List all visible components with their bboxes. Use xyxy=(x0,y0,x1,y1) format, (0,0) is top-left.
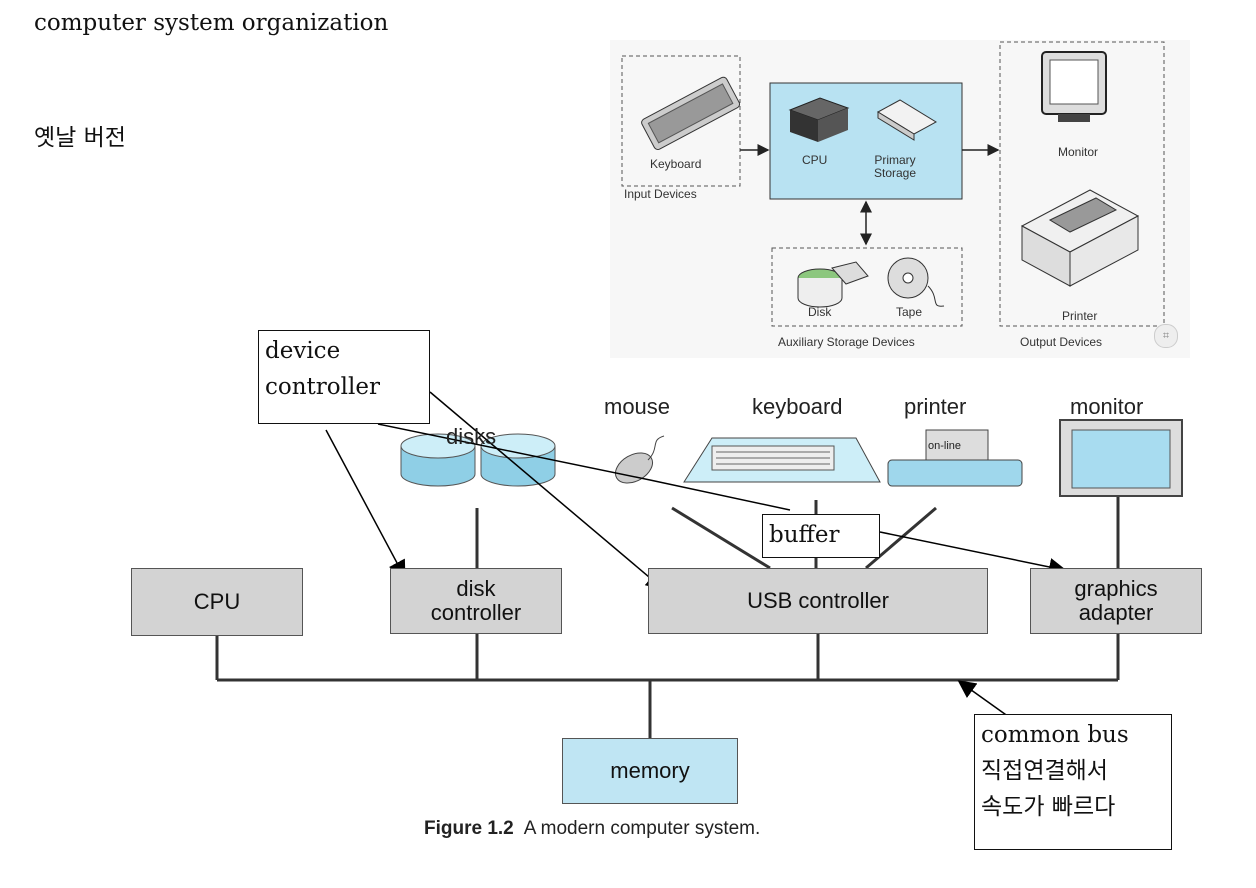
bus-note-line-1: common bus xyxy=(981,722,1129,748)
old-disk-label: Disk xyxy=(808,305,832,319)
arrow-buffer-curve xyxy=(377,423,791,511)
old-cpu-box xyxy=(769,82,963,200)
old-monitor-icon xyxy=(1041,51,1107,122)
output-devices-label: Output Devices xyxy=(1020,335,1103,349)
usb-controller-box: USB controller xyxy=(648,568,988,634)
old-disk-icon xyxy=(797,261,869,308)
memory-box: memory xyxy=(562,738,738,804)
mouse-label: mouse xyxy=(604,394,671,419)
old-cpu-icon xyxy=(788,97,850,142)
keyboard-icon xyxy=(683,437,881,483)
device-controller-callout: device controller xyxy=(258,330,430,424)
buffer-callout: buffer xyxy=(762,514,880,558)
buffer-label: buffer xyxy=(769,522,840,548)
arrow-to-graphics-adapter xyxy=(879,531,1067,576)
online-label: on-line xyxy=(928,440,962,452)
old-printer-label: Printer xyxy=(1062,309,1098,323)
monitor-label: monitor xyxy=(1070,394,1144,419)
keyboard-label: keyboard xyxy=(752,394,843,419)
disk-controller-box: disk controller xyxy=(390,568,562,634)
expand-icon[interactable]: ⌗ xyxy=(1154,324,1178,348)
old-tape-icon xyxy=(887,257,945,307)
figure-number: Figure 1.2 xyxy=(424,818,514,839)
old-monitor-label: Monitor xyxy=(1058,145,1099,159)
arrow-to-disk-controller xyxy=(325,429,406,579)
input-devices-box xyxy=(621,55,741,187)
printer-label: printer xyxy=(904,394,967,419)
arrow-to-usb-controller xyxy=(429,391,665,590)
figure-caption-text: A modern computer system. xyxy=(523,818,761,839)
old-storage-icon xyxy=(877,99,937,141)
figure-caption: Figure 1.2 A modern computer system. xyxy=(424,818,760,840)
device-controller-line-1: device xyxy=(265,338,341,364)
old-cpu-label: CPU xyxy=(802,153,828,167)
input-devices-label: Input Devices xyxy=(624,187,697,201)
old-diagram-svg xyxy=(621,41,1165,327)
notes-subtitle: 옛날 버전 xyxy=(34,125,126,151)
old-keyboard-icon xyxy=(641,76,741,150)
common-bus-callout: common bus 직접연결해서 속도가 빠르다 xyxy=(974,714,1172,850)
graphics-adapter-box: graphics adapter xyxy=(1030,568,1202,634)
cpu-box: CPU xyxy=(131,568,303,636)
old-tape-label: Tape xyxy=(896,305,923,319)
old-diagram: Keyboard Input Devices CPU Primary Stora… xyxy=(610,40,1190,358)
monitor-icon xyxy=(1059,419,1183,497)
device-controller-line-2: controller xyxy=(265,374,380,400)
notes-title: computer system organization xyxy=(34,10,389,36)
mouse-link xyxy=(671,506,771,570)
bus-note-line-3: 속도가 빠르다 xyxy=(981,794,1116,820)
old-keyboard-label: Keyboard xyxy=(650,157,702,171)
bus-note-line-2: 직접연결해서 xyxy=(981,758,1108,784)
old-primary-storage-label: Primary Storage xyxy=(874,153,917,180)
auxiliary-label: Auxiliary Storage Devices xyxy=(778,335,915,349)
auxiliary-box xyxy=(771,247,963,327)
disks-label: disks xyxy=(446,424,497,449)
printer-icon xyxy=(887,429,1023,487)
printer-link xyxy=(865,506,937,570)
old-printer-icon xyxy=(1020,189,1140,287)
